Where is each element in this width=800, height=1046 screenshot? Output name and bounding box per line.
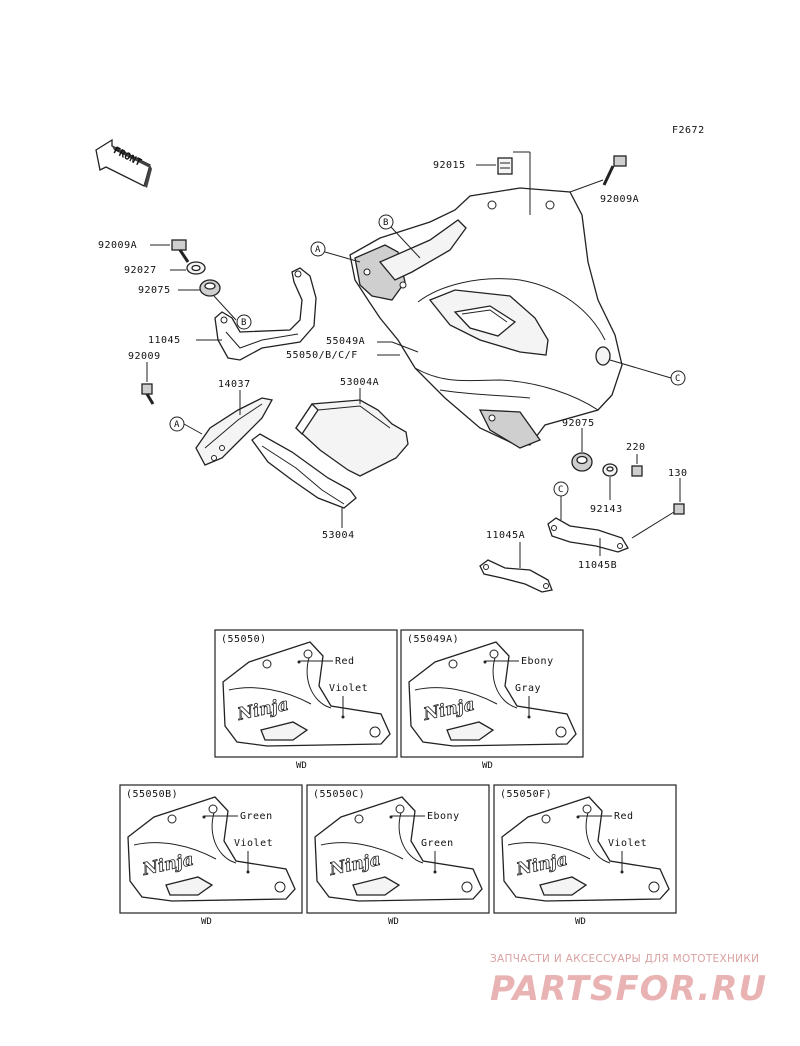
variant-color-2: Gray xyxy=(515,683,541,694)
variant-color-2: Violet xyxy=(329,683,368,694)
svg-text:A: A xyxy=(315,245,321,255)
callout-92075-right: 92075 xyxy=(562,418,595,429)
nut-220 xyxy=(631,465,643,477)
bracket-11045 xyxy=(214,267,317,361)
variant-color-2: Green xyxy=(421,838,454,849)
variant-note: WD xyxy=(575,917,586,927)
callout-220: 220 xyxy=(626,442,646,453)
callout-14037: 14037 xyxy=(218,379,251,390)
ref-circle-a-top xyxy=(310,241,326,257)
callout-11045B: 11045B xyxy=(578,560,617,571)
screw-130 xyxy=(631,503,685,539)
variant-color-1: Green xyxy=(240,811,273,822)
callout-92009: 92009 xyxy=(128,351,161,362)
callout-130: 130 xyxy=(668,468,688,479)
collar-92143 xyxy=(602,463,618,477)
variant-code: (55050) xyxy=(221,634,267,645)
bracket-11045A xyxy=(479,559,553,593)
upper-fairing xyxy=(349,187,623,449)
variant-fairing-outline xyxy=(127,796,296,902)
variant-color-2: Violet xyxy=(234,838,273,849)
callout-92009A-right: 92009A xyxy=(600,194,639,205)
watermark-tagline: ЗАПЧАСТИ И АКСЕССУАРЫ ДЛЯ МОТОТЕХНИКИ xyxy=(490,953,759,965)
ref-circle-b-top xyxy=(378,214,394,230)
variant-color-1: Ebony xyxy=(427,811,460,822)
variant-note: WD xyxy=(201,917,212,927)
panel-53004 xyxy=(251,433,357,509)
callout-55050: 55050/B/C/F xyxy=(286,350,358,361)
clip-nut-92015 xyxy=(497,157,513,175)
callout-55049A: 55049A xyxy=(326,336,365,347)
variant-code: (55050F) xyxy=(500,789,552,800)
variant-fairing-outline xyxy=(408,641,577,747)
callout-11045: 11045 xyxy=(148,335,181,346)
variant-fairing-outline xyxy=(501,796,670,902)
color-variant-boxes: Ninja(55050)RedVioletWDNinja(55049A)Ebon… xyxy=(119,629,677,927)
variant-code: (55050B) xyxy=(126,789,178,800)
bracket-11045B xyxy=(547,517,629,553)
variant-code: (55050C) xyxy=(313,789,365,800)
svg-text:B: B xyxy=(241,318,246,328)
callout-92075-left: 92075 xyxy=(138,285,171,296)
callout-92143: 92143 xyxy=(590,504,623,515)
grommet-92075-left xyxy=(199,279,221,297)
ref-circle-b-left xyxy=(236,314,252,330)
bolt-92009 xyxy=(141,383,155,405)
variant-note: WD xyxy=(482,761,493,771)
callout-53004A: 53004A xyxy=(340,377,379,388)
callout-92015: 92015 xyxy=(433,160,466,171)
screw-92009A-right xyxy=(602,155,627,186)
callout-53004: 53004 xyxy=(322,530,355,541)
collar-92027 xyxy=(186,261,206,275)
variant-color-1: Ebony xyxy=(521,656,554,667)
screw-92009A-left xyxy=(171,239,190,263)
callout-11045A: 11045A xyxy=(486,530,525,541)
svg-text:C: C xyxy=(675,374,680,384)
watermark-brand: PARTSFOR.RU xyxy=(490,969,767,1009)
variant-note: WD xyxy=(388,917,399,927)
svg-text:C: C xyxy=(558,485,563,495)
variant-fairing-outline xyxy=(314,796,483,902)
figure-code: F2672 xyxy=(672,125,705,136)
callout-92009A-left: 92009A xyxy=(98,240,137,251)
variant-code: (55049A) xyxy=(407,634,459,645)
grommet-92075-right xyxy=(571,452,593,472)
variant-fairing-outline xyxy=(222,641,391,747)
callout-92027: 92027 xyxy=(124,265,157,276)
svg-text:B: B xyxy=(383,218,388,228)
variant-color-1: Red xyxy=(614,811,634,822)
variant-note: WD xyxy=(296,761,307,771)
front-arrow-icon: FRONT xyxy=(95,138,152,188)
variant-color-1: Red xyxy=(335,656,355,667)
svg-text:A: A xyxy=(174,420,180,430)
panel-53004A xyxy=(295,399,409,477)
bracket-14037 xyxy=(195,397,274,466)
variant-color-2: Violet xyxy=(608,838,647,849)
